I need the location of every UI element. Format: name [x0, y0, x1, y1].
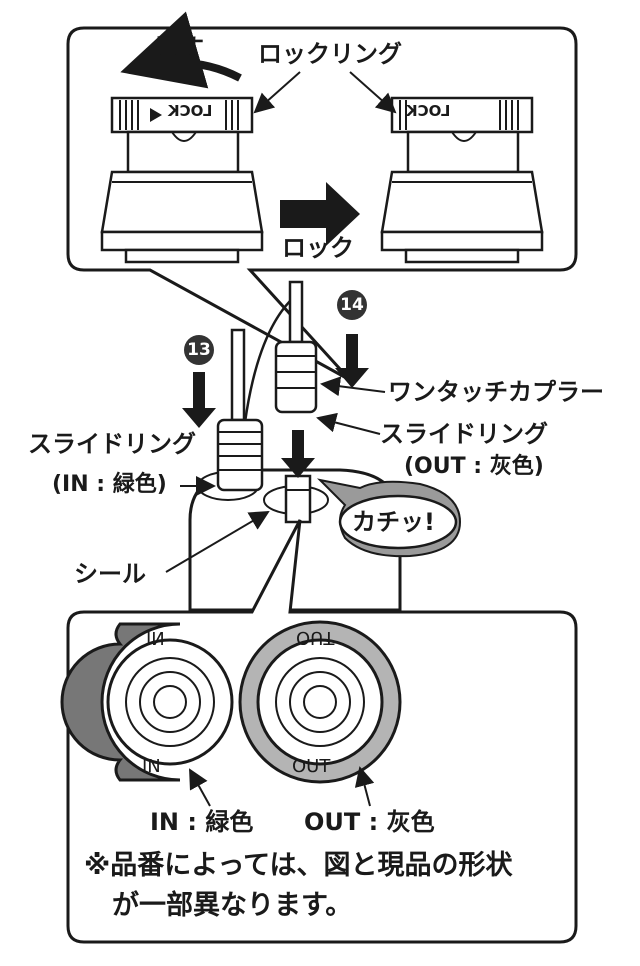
slide-ring-left-sub-label: (IN : 緑色) — [52, 472, 167, 497]
click-speech-bubble — [316, 478, 462, 558]
out-ring-engraving-bottom: OUT — [292, 756, 331, 777]
in-slide-ring-closeup — [60, 622, 234, 782]
slide-ring-right-label: スライドリング — [380, 420, 548, 448]
lock-engraving-before: LOCK — [168, 102, 213, 120]
one-touch-coupler-label: ワンタッチカプラー — [388, 378, 604, 406]
slide-ring-left-label: スライドリング — [28, 430, 196, 458]
in-hose-coupler — [216, 328, 264, 492]
out-ring-engraving-top: OUT — [296, 627, 335, 648]
in-color-caption: IN : 緑色 — [150, 808, 254, 836]
in-ring-engraving-top: IN — [146, 627, 165, 648]
lock-ring-assembly-after — [380, 96, 544, 264]
lock-ring-label: ロックリング — [258, 40, 402, 68]
click-label: カチッ! — [352, 508, 435, 536]
rotate-arrow-icon — [120, 11, 242, 89]
rotate-label: 回す — [156, 34, 204, 62]
note-line-2: が一部異なります。 — [112, 890, 353, 921]
out-slide-ring-closeup — [238, 620, 402, 784]
step-13-arrow-icon — [182, 372, 216, 428]
in-ring-engraving-bottom: IN — [142, 756, 161, 777]
note-line-1: ※品番によっては、図と現品の形状 — [84, 850, 513, 881]
seal-label: シール — [74, 560, 146, 588]
lock-direction-arrow-icon — [280, 182, 360, 246]
step-14-badge: 14 — [337, 290, 367, 320]
lock-ring-assembly-before — [100, 96, 264, 264]
out-color-caption: OUT : 灰色 — [304, 808, 435, 836]
slide-ring-right-sub-label: (OUT : 灰色) — [404, 454, 544, 479]
step-13-badge: 13 — [184, 335, 214, 365]
slide-ring-push-arrow-icon — [281, 430, 315, 478]
step-14-arrow-icon — [335, 334, 369, 388]
lock-label: ロック — [282, 234, 354, 262]
out-hose-coupler — [274, 280, 318, 524]
lock-engraving-after: LOCK — [406, 102, 451, 120]
